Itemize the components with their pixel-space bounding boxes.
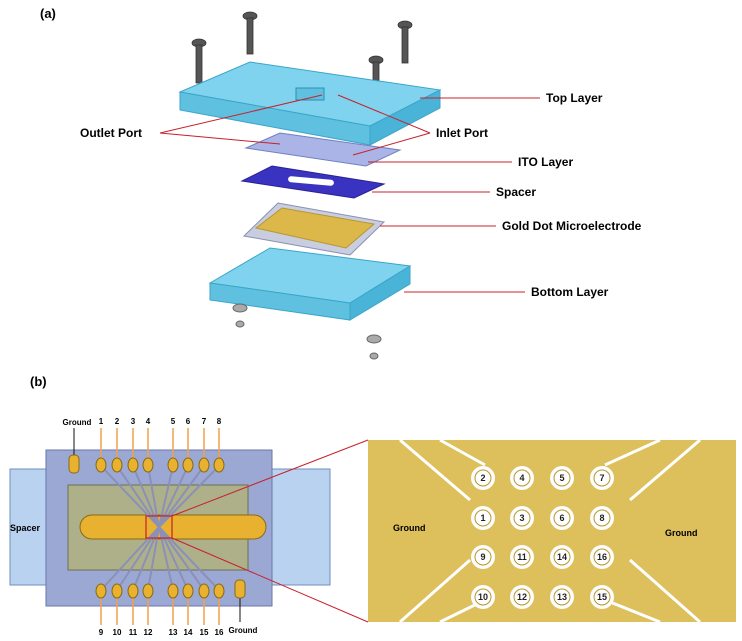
electrode-number: 13 bbox=[557, 592, 567, 602]
ground-bottom-label: Ground bbox=[229, 626, 258, 635]
electrode-number: 5 bbox=[559, 473, 564, 483]
pin-label-bottom: 10 bbox=[113, 628, 122, 637]
panel-b-label: (b) bbox=[30, 374, 47, 389]
pin-label-top: 5 bbox=[171, 417, 176, 426]
spacer-label-b: Spacer bbox=[10, 523, 41, 533]
bottom-layer-label: Bottom Layer bbox=[531, 285, 609, 299]
screw-icon bbox=[191, 38, 207, 84]
electrode-number: 10 bbox=[478, 592, 488, 602]
pin-label-top: 3 bbox=[131, 417, 136, 426]
electrode-number: 7 bbox=[599, 473, 604, 483]
spacer-label-a: Spacer bbox=[496, 185, 536, 199]
ground-top-label: Ground bbox=[63, 418, 92, 427]
electrode-number: 15 bbox=[597, 592, 607, 602]
bottom-layer-block bbox=[208, 247, 412, 321]
outlet-port-label: Outlet Port bbox=[80, 126, 142, 140]
leader-lines bbox=[159, 94, 540, 293]
channel bbox=[79, 514, 267, 540]
pin-label-top: 7 bbox=[202, 417, 207, 426]
zoom-ground-right: Ground bbox=[665, 528, 698, 538]
screw-icon bbox=[397, 20, 413, 64]
pin-label-bottom: 9 bbox=[99, 628, 104, 637]
pin-label-bottom: 14 bbox=[184, 628, 193, 637]
electrode-number: 4 bbox=[519, 473, 524, 483]
pin-label-top: 2 bbox=[115, 417, 120, 426]
screw-icon bbox=[242, 11, 258, 55]
ito-layer-label: ITO Layer bbox=[518, 155, 573, 169]
gold-electrode-plate bbox=[242, 202, 386, 256]
washer-icon bbox=[232, 303, 248, 328]
electrode-number: 2 bbox=[480, 473, 485, 483]
inlet-port-label: Inlet Port bbox=[436, 126, 488, 140]
pin-label-bottom: 16 bbox=[215, 628, 224, 637]
pin-label-top: 4 bbox=[146, 417, 151, 426]
electrode-number: 14 bbox=[557, 552, 567, 562]
top-layer-label: Top Layer bbox=[546, 91, 603, 105]
electrode-number: 3 bbox=[519, 513, 524, 523]
zoom-ground-left: Ground bbox=[393, 523, 426, 533]
electrode-number: 1 bbox=[480, 513, 485, 523]
pin-label-bottom: 12 bbox=[144, 628, 153, 637]
zoom-box bbox=[145, 515, 173, 539]
pin-label-top: 6 bbox=[186, 417, 191, 426]
ito-layer-plate bbox=[244, 132, 402, 167]
gold-dot-label: Gold Dot Microelectrode bbox=[502, 219, 642, 233]
electrode-number: 16 bbox=[597, 552, 607, 562]
electrode-number: 12 bbox=[517, 592, 527, 602]
electrode-number: 8 bbox=[599, 513, 604, 523]
electrode-number: 6 bbox=[559, 513, 564, 523]
electrode-number: 11 bbox=[517, 552, 527, 562]
pin-label-bottom: 13 bbox=[169, 628, 178, 637]
top-layer-block bbox=[178, 61, 442, 146]
washer-icon bbox=[366, 334, 382, 360]
pin-label-top: 1 bbox=[99, 417, 104, 426]
pin-label-top: 8 bbox=[217, 417, 222, 426]
pin-label-bottom: 15 bbox=[200, 628, 209, 637]
pin-label-bottom: 11 bbox=[129, 628, 138, 637]
panel-a-label: (a) bbox=[40, 6, 56, 21]
electrode-number: 9 bbox=[480, 552, 485, 562]
